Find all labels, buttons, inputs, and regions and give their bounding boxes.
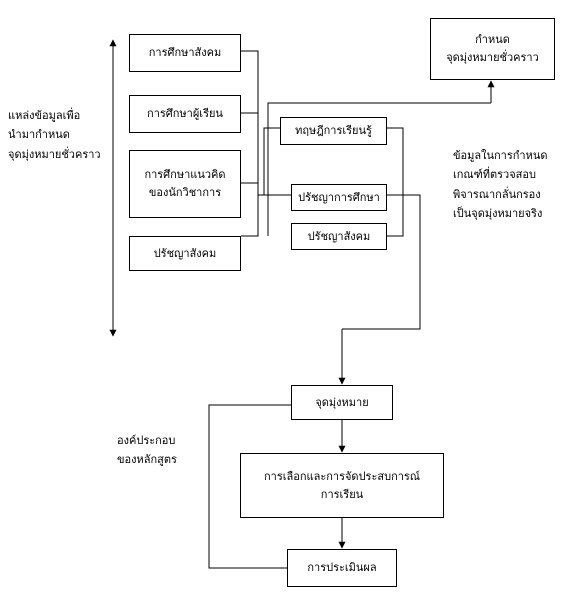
screen-box-learning-theory: ทฤษฎีการเรียนรู้	[280, 117, 387, 145]
source-box-expert-ideas: การศึกษาแนวคิด ของนักวิชาการ	[129, 150, 241, 218]
learning-experiences-box: การเลือกและการจัดประสบการณ์ การเรียน	[240, 453, 444, 518]
tentative-goal-box: กำหนด จุดมุ่งหมายชั่วคราว	[430, 18, 555, 80]
screen-box-educational-philosophy: ปรัชญาการศึกษา	[291, 184, 387, 211]
objective-box: จุดมุ่งหมาย	[291, 385, 393, 420]
source-box-social-philosophy: ปรัชญาสังคม	[129, 236, 241, 271]
screen-box-social-philosophy: ปรัชญาสังคม	[291, 223, 387, 250]
evaluation-box: การประเมินผล	[287, 549, 397, 587]
screening-criteria-label: ข้อมูลในการกำหนด เกณฑ์ที่ตรวจสอบ พิจารณา…	[453, 149, 548, 220]
curriculum-components-label: องค์ประกอบ ของหลักสูตร	[117, 434, 177, 467]
source-label: แหล่งข้อมูลเพื่อ นำมากำหนด จุดมุ่งหมายชั…	[8, 109, 101, 161]
source-box-learner-study: การศึกษาผู้เรียน	[129, 95, 241, 133]
source-box-social-study: การศึกษาสังคม	[129, 34, 241, 72]
